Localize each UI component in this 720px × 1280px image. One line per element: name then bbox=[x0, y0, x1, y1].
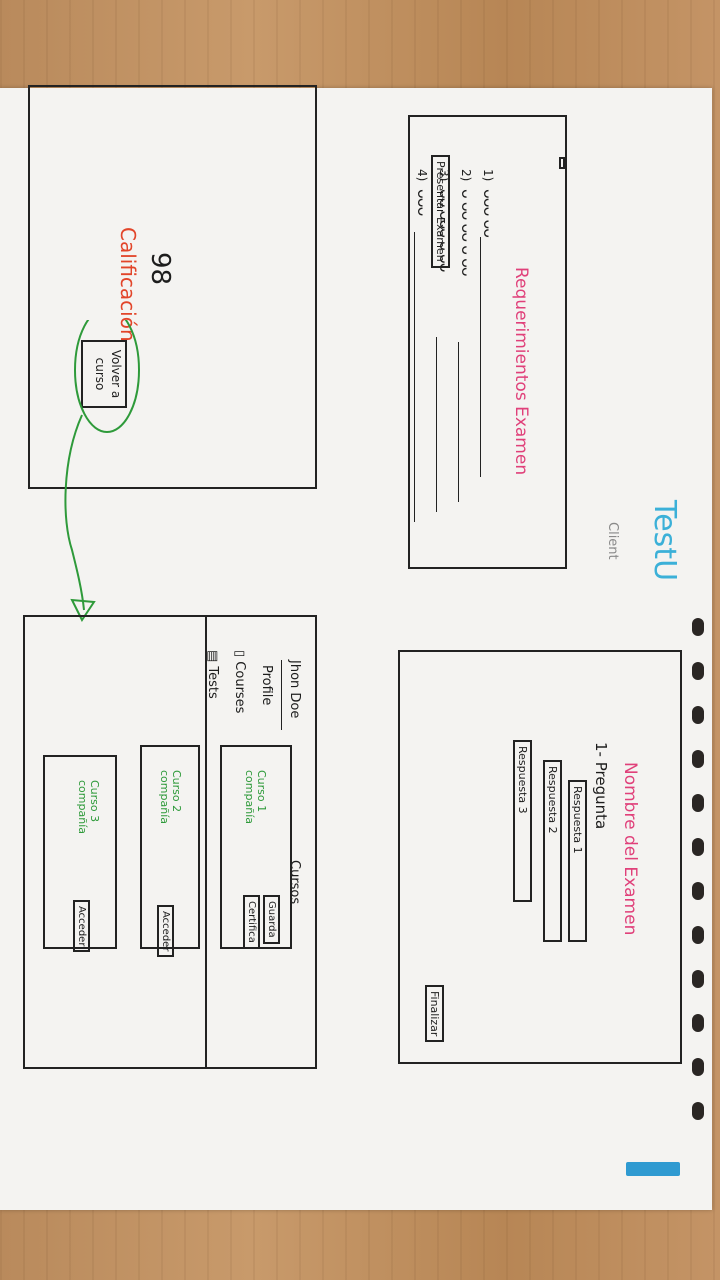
requirements-title: Requerimientos Examen bbox=[511, 267, 531, 476]
user-name: Jhon Doe bbox=[287, 660, 302, 719]
answer-option[interactable]: Respuesta 3 bbox=[513, 740, 532, 902]
nav-profile[interactable]: Profile bbox=[259, 665, 274, 706]
item-number: 1) bbox=[481, 169, 495, 182]
highlight-circle bbox=[74, 320, 140, 433]
book-icon: ▯ bbox=[232, 650, 247, 662]
present-exam-button[interactable] bbox=[559, 157, 565, 169]
exam-title: Nombre del Examen bbox=[620, 762, 640, 936]
list-icon: ▤ bbox=[205, 650, 220, 667]
nav-tests-label: Tests bbox=[205, 666, 220, 699]
answer-option[interactable]: Respuesta 1 bbox=[568, 780, 587, 942]
certify-course-button[interactable]: Certifica bbox=[243, 895, 260, 949]
notebook-page bbox=[0, 88, 712, 1210]
arrow-head bbox=[70, 598, 96, 622]
item-number: 4) bbox=[415, 169, 429, 182]
placeholder-text: ᴗ ᴗᴗ ᴗᴗ ᴗ ᴗᴗ bbox=[458, 189, 477, 276]
grade-score: 98 bbox=[145, 252, 175, 286]
access-course-button[interactable]: Acceder bbox=[73, 900, 90, 953]
notebook-tab bbox=[626, 1162, 680, 1176]
wireframe-sketches: TestU Client Requerimientos Examen 1) ᴗᴗ… bbox=[23, 85, 682, 1069]
arrow-line bbox=[64, 414, 85, 611]
spiral-binding bbox=[692, 618, 708, 1158]
access-course-button[interactable]: Acceder bbox=[157, 905, 174, 958]
save-course-button[interactable]: Guarda bbox=[263, 895, 280, 944]
present-exam-button[interactable]: Presentar Examen bbox=[431, 155, 450, 268]
item-number: 2) bbox=[459, 169, 473, 182]
app-subtitle: Client bbox=[605, 522, 620, 560]
nav-courses[interactable]: ▯ Courses bbox=[232, 650, 247, 713]
placeholder-text: ᴗᴗᴗ ᴗᴗ bbox=[480, 189, 499, 238]
navigation-arrow bbox=[64, 320, 140, 622]
finish-button[interactable]: Finalizar bbox=[425, 985, 444, 1043]
nav-tests[interactable]: ▤ Tests bbox=[205, 650, 220, 699]
question-text: 1- Pregunta bbox=[592, 742, 610, 830]
app-title: TestU bbox=[647, 500, 682, 582]
nav-courses-label: Courses bbox=[232, 661, 247, 714]
answer-option[interactable]: Respuesta 2 bbox=[543, 760, 562, 942]
